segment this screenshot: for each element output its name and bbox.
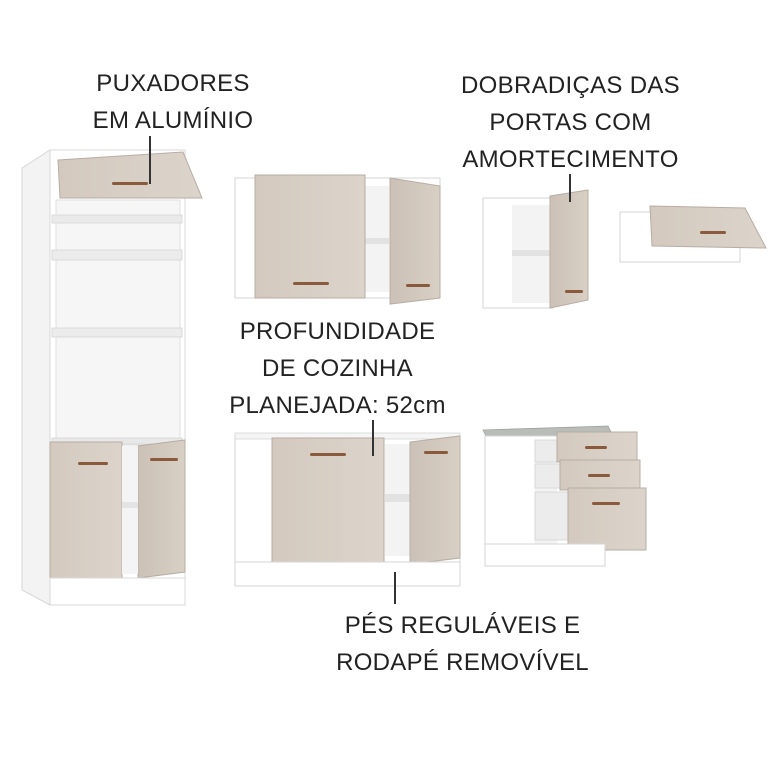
drawer-1-box bbox=[534, 439, 561, 463]
flip-wall-handle bbox=[700, 231, 726, 234]
flip-wall-door-open bbox=[649, 205, 767, 249]
upper-single-shelf bbox=[512, 250, 552, 256]
upper-double-left-handle bbox=[293, 282, 329, 285]
callout-hinges-line1: DOBRADIÇAS DAS bbox=[461, 72, 680, 99]
callout-depth-line2: DE COZINHA bbox=[261, 355, 413, 382]
callout-depth: PROFUNDIDADE DE COZINHA PLANEJADA: 52cm bbox=[225, 313, 450, 424]
tower-door-left-handle bbox=[78, 462, 108, 465]
upper-double-cabinet bbox=[234, 174, 441, 305]
tower-shelf-2 bbox=[51, 249, 183, 261]
drawer-3-handle bbox=[592, 502, 620, 505]
base-sink-left-door bbox=[271, 437, 385, 563]
tower-flip-door-handle bbox=[112, 182, 148, 185]
base-sink-right-handle bbox=[424, 451, 448, 454]
drawer-3-box bbox=[534, 491, 572, 541]
tower-shelf-1 bbox=[51, 214, 183, 224]
callout-depth-line1: PROFUNDIDADE bbox=[239, 318, 436, 345]
tower-flip-door bbox=[57, 151, 203, 199]
upper-double-shelf bbox=[365, 238, 389, 244]
callout-hinges: DOBRADIÇAS DAS PORTAS COM AMORTECIMENTO bbox=[458, 67, 683, 178]
tower-interior bbox=[55, 199, 181, 446]
tall-oven-tower bbox=[21, 149, 203, 606]
callout-handles: PUXADORES EM ALUMÍNIO bbox=[88, 65, 258, 139]
callout-handles-line2: EM ALUMÍNIO bbox=[92, 107, 254, 134]
base-sink-plinth bbox=[234, 561, 461, 587]
upper-single-cabinet bbox=[482, 189, 589, 309]
drawer-2-box bbox=[534, 463, 564, 489]
upper-single-handle bbox=[565, 290, 583, 293]
base-sink-left-handle bbox=[310, 453, 346, 456]
tower-shelf-3 bbox=[51, 327, 183, 338]
base-sink-right-door-open bbox=[409, 435, 461, 565]
upper-double-left-door bbox=[254, 174, 366, 299]
flip-wall-cabinet bbox=[619, 205, 767, 263]
callout-feet-line2: RODAPÉ REMOVÍVEL bbox=[336, 649, 589, 676]
tower-lower-interior bbox=[122, 446, 138, 574]
callout-handles-line1: PUXADORES bbox=[96, 70, 250, 97]
base-sink-cabinet bbox=[234, 432, 461, 587]
callout-feet: PÉS REGULÁVEIS E RODAPÉ REMOVÍVEL bbox=[335, 607, 590, 681]
tower-lower-interior-shelf bbox=[122, 502, 138, 508]
callout-hinges-line2: PORTAS COM bbox=[489, 109, 652, 136]
callout-hinges-line3: AMORTECIMENTO bbox=[462, 146, 679, 173]
upper-double-right-handle bbox=[406, 284, 430, 287]
drawer-2-handle bbox=[588, 474, 610, 477]
tower-plinth bbox=[49, 577, 186, 606]
upper-single-door-open bbox=[549, 189, 589, 309]
drawer-3-front bbox=[567, 487, 647, 551]
drawer-base-cabinet bbox=[482, 425, 647, 567]
tower-side-panel bbox=[21, 149, 51, 606]
upper-double-right-door-open bbox=[389, 177, 441, 305]
base-sink-shelf bbox=[385, 494, 410, 502]
tower-door-right-handle bbox=[150, 458, 178, 461]
drawer-1-handle bbox=[585, 446, 607, 449]
drawer-cabinet-plinth bbox=[484, 543, 606, 567]
callout-depth-line3: PLANEJADA: 52cm bbox=[229, 392, 446, 419]
callout-feet-line1: PÉS REGULÁVEIS E bbox=[344, 612, 581, 639]
